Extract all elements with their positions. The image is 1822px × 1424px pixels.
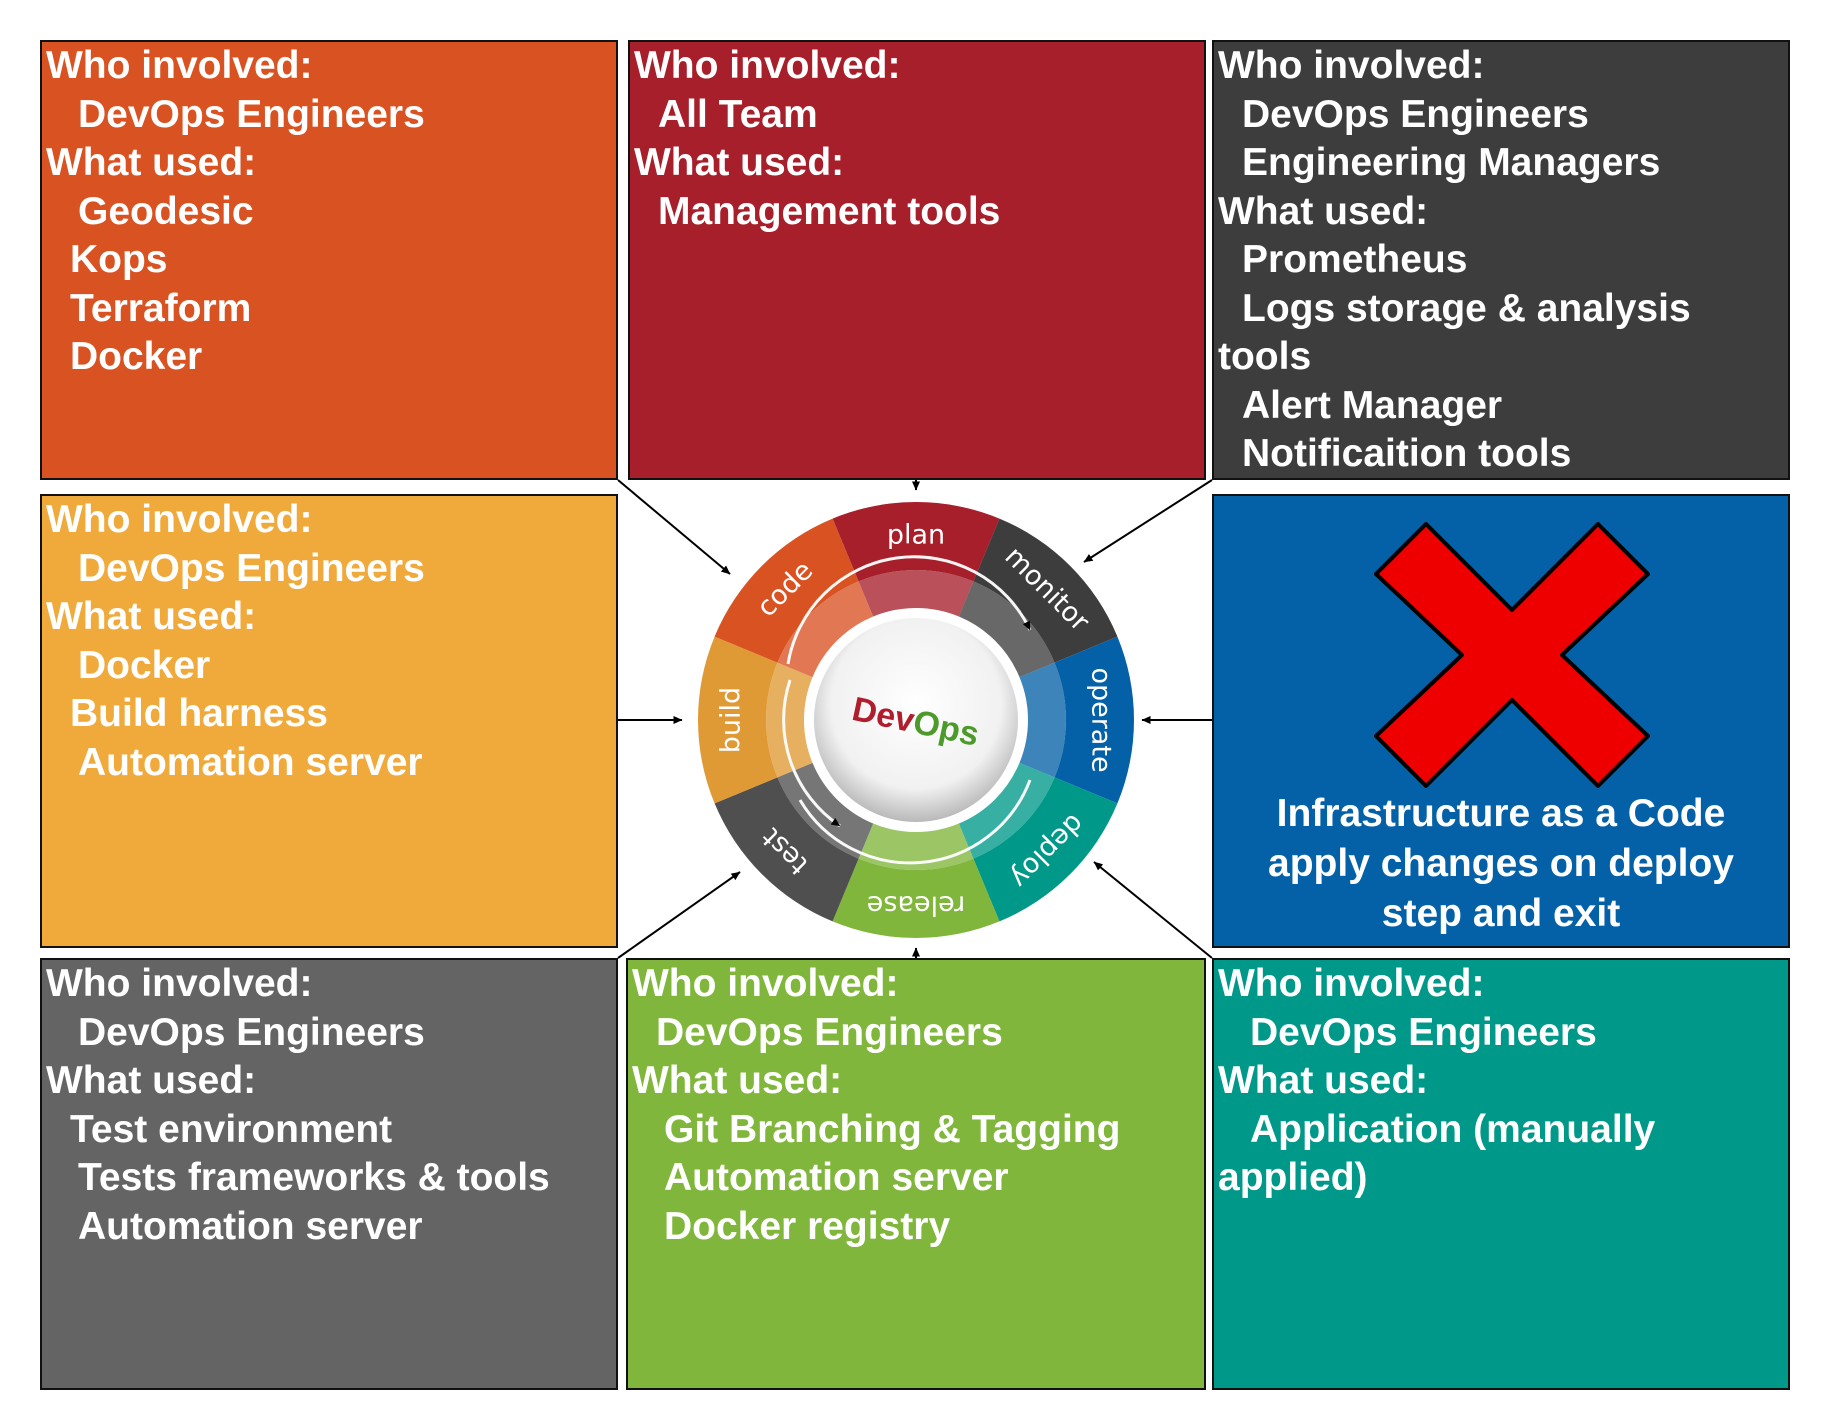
red-x-icon	[1374, 522, 1650, 788]
build-stage-box: Who involved: DevOps Engineers What used…	[40, 494, 618, 948]
who-heading: Who involved:	[46, 498, 313, 541]
who-item: DevOps Engineers	[78, 92, 425, 136]
what-heading: What used:	[46, 141, 257, 184]
caption-line: apply changes on deploy	[1268, 842, 1734, 885]
tool-item: Application (manually	[1250, 1107, 1656, 1151]
devops-wheel: DevOps planmonitoroperatedeployreleasete…	[698, 501, 1134, 938]
segment-label-operate: operate	[1086, 667, 1117, 772]
who-heading: Who involved:	[46, 962, 313, 1005]
arrow-deploy	[1093, 861, 1213, 959]
what-heading: What used:	[1218, 1059, 1429, 1102]
cycle-arrow-bottom	[798, 779, 1032, 865]
what-heading: What used:	[46, 595, 257, 638]
wheel-segment-code	[714, 518, 859, 663]
operate-stage-box: Infrastructure as a Code apply changes o…	[1212, 494, 1790, 948]
code-stage-box: Who involved: DevOps Engineers What used…	[40, 40, 618, 480]
who-item: DevOps Engineers	[1242, 92, 1589, 136]
tool-item: Automation server	[78, 740, 423, 784]
tool-item: Terraform	[70, 286, 252, 330]
wheel-inner-segment-build	[766, 662, 813, 778]
wheel-inner-segment-plan	[858, 570, 974, 617]
tool-item: Geodesic	[78, 189, 254, 233]
wheel-segment-test	[714, 777, 859, 922]
wheel-inner-segment-operate	[1019, 662, 1066, 778]
release-stage-box: Who involved: DevOps Engineers What used…	[626, 958, 1206, 1390]
who-heading: Who involved:	[634, 44, 901, 87]
who-item: All Team	[658, 92, 818, 136]
tool-item: Docker registry	[664, 1204, 951, 1248]
arrow-code	[617, 479, 731, 575]
what-heading: What used:	[1218, 189, 1429, 233]
tool-item: Test environment	[70, 1107, 393, 1151]
wheel-inner-segment-monitor	[958, 581, 1055, 678]
who-heading: Who involved:	[1218, 44, 1485, 87]
tool-item: Build harness	[70, 692, 328, 735]
cycle-arrow-left	[782, 679, 841, 828]
wheel-inner-segment-deploy	[958, 762, 1055, 859]
what-heading: What used:	[634, 141, 845, 184]
segment-label-plan: plan	[887, 520, 945, 551]
wheel-segments	[698, 501, 1134, 938]
tool-item: Management tools	[658, 189, 1001, 233]
tool-item: Kops	[70, 238, 168, 281]
tool-item: Logs storage & analysis	[1242, 286, 1691, 330]
caption-line: step and exit	[1381, 892, 1621, 935]
cycle-arrow-top	[786, 555, 1032, 665]
arrow-monitor	[1083, 479, 1213, 563]
tool-item-continued: tools	[1218, 335, 1312, 378]
who-item: DevOps Engineers	[1250, 1010, 1597, 1054]
who-heading: Who involved:	[46, 44, 313, 87]
tool-item: Automation server	[664, 1156, 1009, 1199]
what-heading: What used:	[632, 1059, 843, 1102]
segment-label-release: release	[867, 890, 965, 921]
wheel-hub	[814, 618, 1018, 822]
tool-item: Git Branching & Tagging	[664, 1107, 1121, 1151]
wheel-segment-operate	[1054, 636, 1134, 804]
wheel-segment-monitor	[973, 518, 1118, 663]
who-heading: Who involved:	[1218, 962, 1485, 1005]
wheel-segment-release	[832, 858, 1000, 938]
tool-item: Alert Manager	[1242, 383, 1503, 427]
wheel-segment-deploy	[973, 777, 1118, 922]
tool-item: Docker	[70, 335, 203, 378]
tool-item-continued: applied)	[1218, 1156, 1368, 1199]
who-item: DevOps Engineers	[78, 546, 425, 590]
test-stage-box: Who involved: DevOps Engineers What used…	[40, 958, 618, 1390]
what-heading: What used:	[46, 1059, 257, 1102]
wheel-segment-build	[698, 636, 778, 804]
segment-label-build: build	[716, 687, 747, 753]
tool-item: Docker	[78, 643, 211, 687]
caption-line: Infrastructure as a Code	[1276, 792, 1726, 835]
who-item: DevOps Engineers	[78, 1010, 425, 1054]
who-item: DevOps Engineers	[656, 1010, 1003, 1054]
monitor-stage-box: Who involved: DevOps Engineers Engineeri…	[1212, 40, 1790, 480]
deploy-stage-box: Who involved: DevOps Engineers What used…	[1212, 958, 1790, 1390]
tool-item: Tests frameworks & tools	[78, 1156, 550, 1199]
plan-stage-box: Who involved: All Team What used: Manage…	[628, 40, 1206, 480]
who-item: Engineering Managers	[1242, 141, 1661, 184]
connector-arrows	[617, 479, 1213, 959]
wheel-inner-ring	[766, 570, 1066, 870]
tool-item: Notificaition tools	[1242, 432, 1572, 475]
tool-item: Prometheus	[1242, 238, 1468, 281]
who-heading: Who involved:	[632, 962, 899, 1005]
arrow-test	[617, 871, 741, 959]
wheel-inner-segment-code	[777, 581, 874, 678]
operate-caption: Infrastructure as a Code apply changes o…	[1214, 789, 1788, 939]
tool-item: Automation server	[78, 1204, 423, 1248]
